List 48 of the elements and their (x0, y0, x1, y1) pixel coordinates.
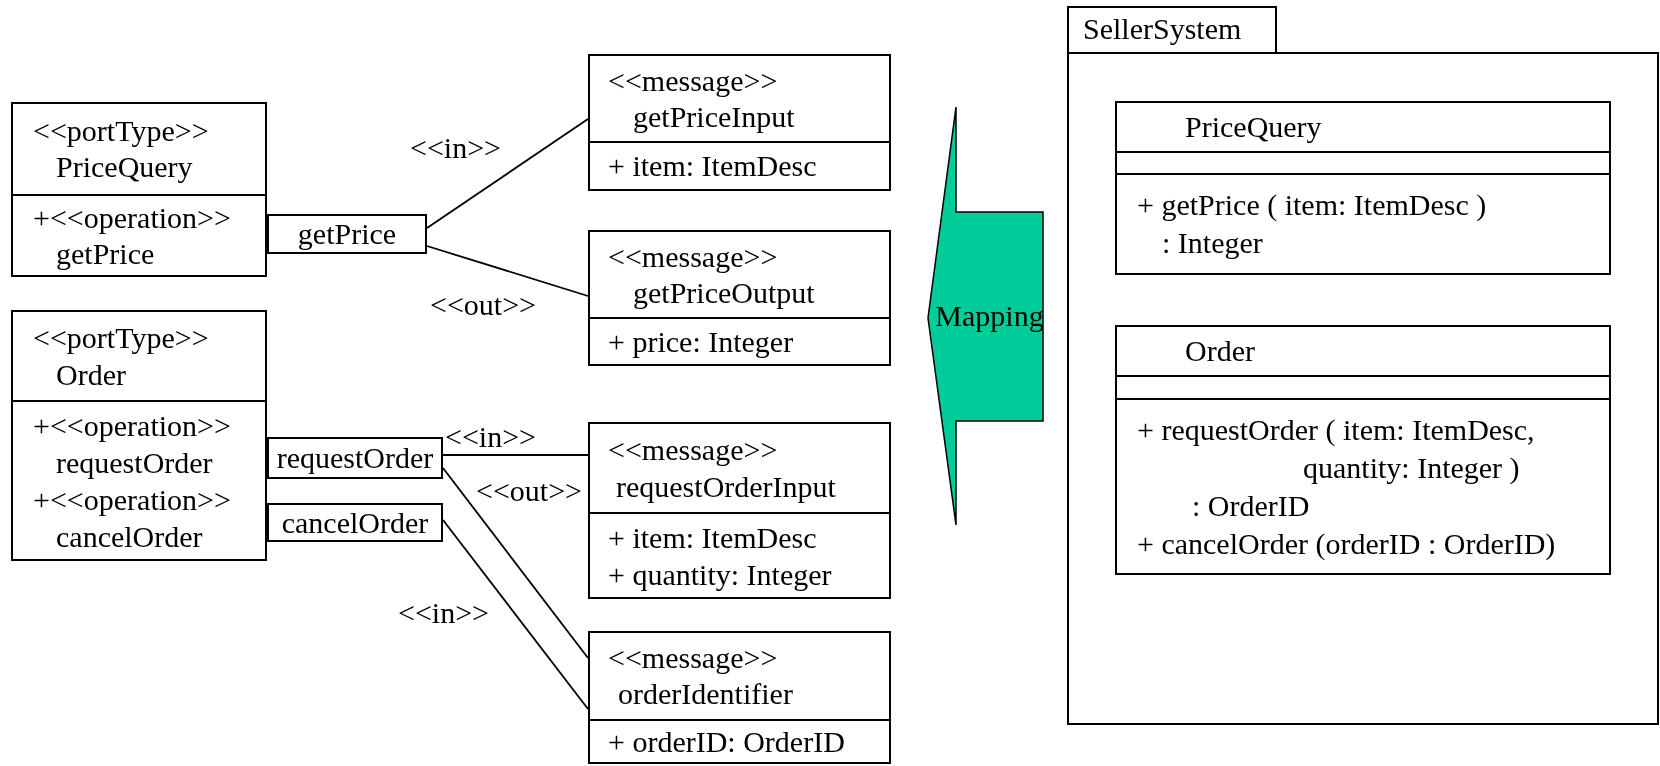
class-header-text: <<message>> (608, 432, 778, 468)
class-box (1115, 325, 1611, 575)
member-text: +<<operation>> (33, 199, 231, 236)
class-header-text: <<message>> (608, 640, 778, 676)
class-box (588, 422, 891, 599)
member-text: quantity: Integer ) (1303, 449, 1520, 486)
class-header-text: <<portType>> (33, 113, 209, 149)
operation-box: requestOrder (267, 437, 443, 479)
connector-line (426, 118, 589, 229)
class-header-text: <<portType>> (33, 320, 209, 356)
class-box (588, 54, 891, 191)
class-header-text: getPriceInput (633, 98, 795, 135)
member-text: + cancelOrder (orderID : OrderID) (1137, 525, 1556, 562)
member-text: requestOrder (56, 444, 213, 481)
member-text: + orderID: OrderID (608, 723, 845, 760)
class-box (11, 310, 267, 561)
class-header-text: getPriceOutput (633, 274, 815, 311)
member-text: + getPrice ( item: ItemDesc ) (1137, 187, 1487, 223)
member-text: + item: ItemDesc (608, 519, 817, 556)
class-header-text: <<message>> (608, 62, 778, 99)
member-text: + item: ItemDesc (608, 148, 817, 184)
member-text: : Integer (1162, 225, 1263, 261)
package-name: SellerSystem (1083, 13, 1242, 45)
connector-line (442, 454, 589, 456)
operation-box: getPrice (267, 214, 427, 254)
member-text: cancelOrder (56, 518, 203, 555)
class-header-text: Order (56, 357, 126, 393)
class-box (588, 631, 891, 764)
operation-box: cancelOrder (267, 503, 443, 542)
member-text: + requestOrder ( item: ItemDesc, (1137, 411, 1535, 448)
class-header-text: requestOrderInput (616, 469, 836, 505)
member-text: + price: Integer (608, 323, 794, 360)
member-text: getPrice (56, 235, 155, 272)
connector-line (442, 519, 589, 710)
class-box (588, 230, 891, 366)
connector-line (426, 245, 589, 297)
connector-line (442, 467, 589, 659)
class-box (1115, 101, 1611, 275)
member-text: +<<operation>> (33, 481, 231, 518)
class-header-text: Order (1185, 333, 1255, 369)
class-box (11, 102, 267, 277)
class-header-text: PriceQuery (1185, 109, 1322, 145)
class-header-text: orderIdentifier (618, 676, 793, 712)
member-text: : OrderID (1192, 487, 1310, 524)
class-header-text: PriceQuery (56, 149, 193, 185)
class-header-text: <<message>> (608, 238, 778, 275)
member-text: + quantity: Integer (608, 556, 832, 593)
member-text: +<<operation>> (33, 407, 231, 444)
